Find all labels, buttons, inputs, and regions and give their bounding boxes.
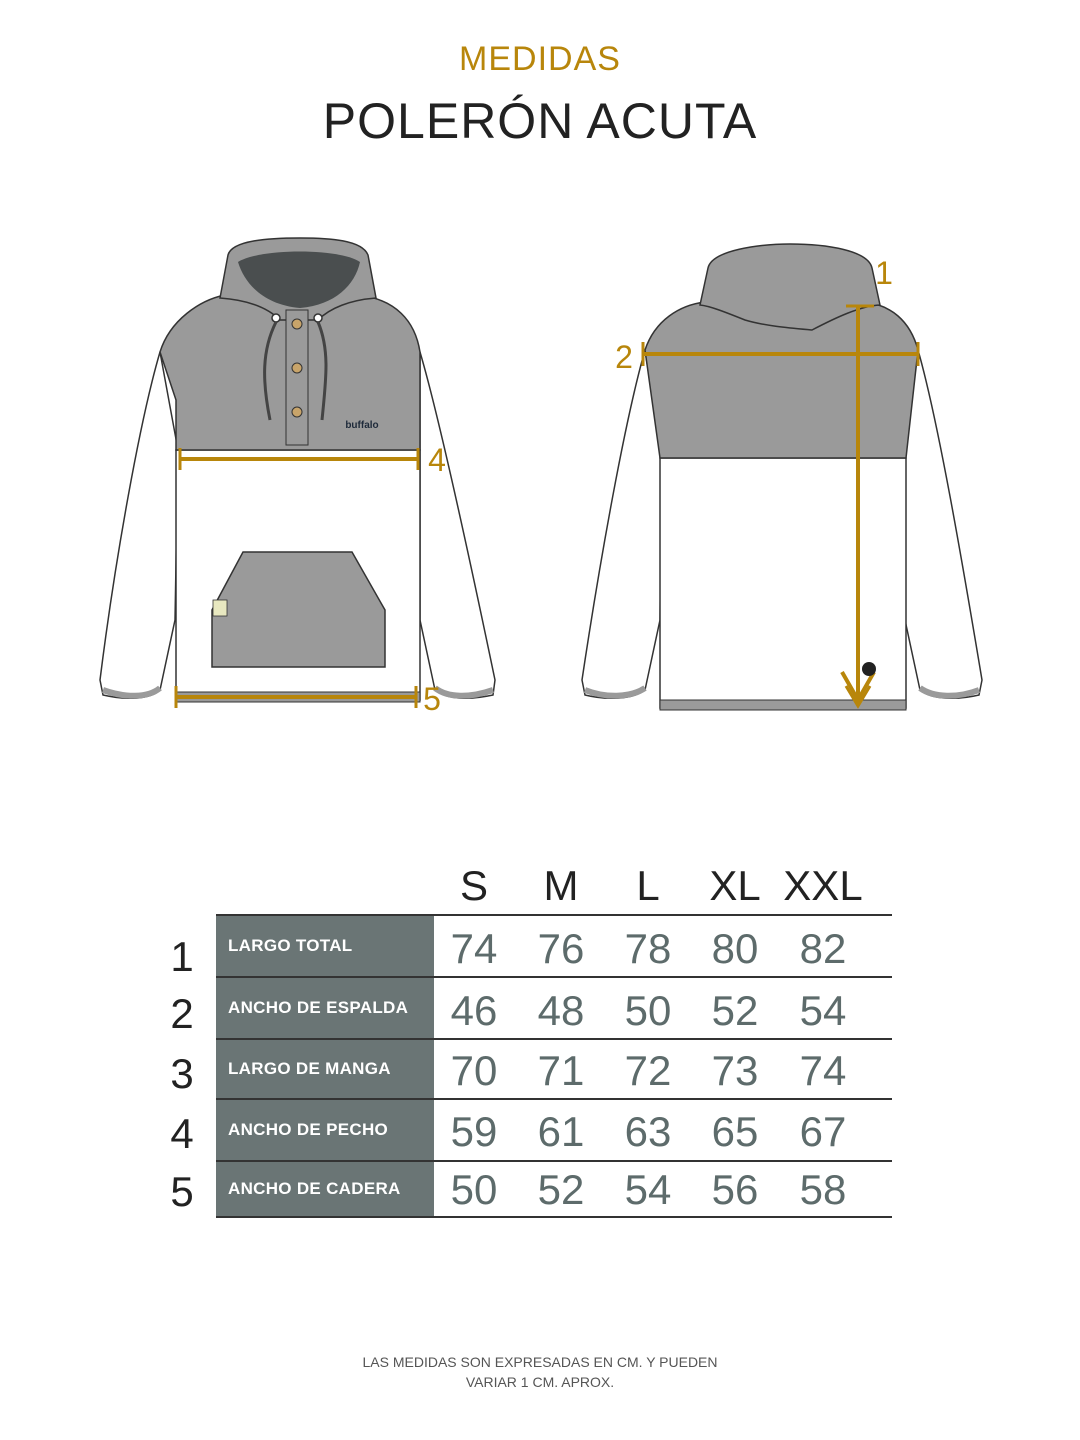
front-view: buffalo 4 5 <box>99 237 496 717</box>
table-cell: 73 <box>711 1047 759 1094</box>
marker-2: 2 <box>615 339 633 375</box>
row-label: LARGO TOTAL <box>216 916 434 976</box>
table-cell: 72 <box>624 1047 672 1094</box>
table-cell: 59 <box>450 1108 498 1155</box>
table-cell: 46 <box>450 987 498 1034</box>
table-cell: 54 <box>624 1166 672 1213</box>
row-number: 2 <box>170 990 194 1037</box>
size-xxl: XXL <box>783 862 863 909</box>
footnote: LAS MEDIDAS SON EXPRESADAS EN CM. Y PUED… <box>0 1352 1080 1392</box>
footnote-line-1: LAS MEDIDAS SON EXPRESADAS EN CM. Y PUED… <box>362 1354 718 1370</box>
size-xl: XL <box>709 862 761 909</box>
table-cell: 78 <box>624 925 672 972</box>
table-divider <box>216 1098 892 1100</box>
size-s: S <box>459 862 488 909</box>
table-cell: 74 <box>450 925 498 972</box>
table-cell: 80 <box>711 925 759 972</box>
row-number: 1 <box>170 933 194 980</box>
row-label: ANCHO DE ESPALDA <box>216 978 434 1038</box>
size-l: L <box>636 862 660 909</box>
row-label: ANCHO DE CADERA <box>216 1162 434 1216</box>
row-label: LARGO DE MANGA <box>216 1040 434 1098</box>
row-number: 4 <box>170 1110 194 1157</box>
back-view: 2 1 <box>581 243 983 711</box>
table-divider <box>216 976 892 978</box>
size-m: M <box>543 862 579 909</box>
table-cell: 67 <box>799 1108 847 1155</box>
table-cell: 63 <box>624 1108 672 1155</box>
table-cell: 65 <box>711 1108 759 1155</box>
marker-5: 5 <box>423 681 441 717</box>
subtitle: MEDIDAS <box>459 40 621 78</box>
marker-4: 4 <box>428 442 446 478</box>
table-divider <box>216 1216 892 1218</box>
table-cell: 74 <box>799 1047 847 1094</box>
marker-1: 1 <box>875 255 893 291</box>
row-number: 5 <box>170 1168 194 1215</box>
page-title: POLERÓN ACUTA <box>322 93 758 149</box>
table-cell: 50 <box>450 1166 498 1213</box>
table-cell: 61 <box>537 1108 585 1155</box>
table-cell: 50 <box>624 987 672 1034</box>
table-cell: 71 <box>537 1047 585 1094</box>
brand-logo-text: buffalo <box>345 420 378 431</box>
table-cell: 48 <box>537 987 585 1034</box>
table-cell: 56 <box>711 1166 759 1213</box>
table-cell: 76 <box>537 925 585 972</box>
footnote-line-2: VARIAR 1 CM. APROX. <box>465 1374 615 1390</box>
row-label: ANCHO DE PECHO <box>216 1100 434 1160</box>
table-cell: 70 <box>450 1047 498 1094</box>
garment-illustrations: buffalo 4 5 2 <box>99 237 983 717</box>
table-cell: 82 <box>799 925 847 972</box>
table-cell: 58 <box>799 1166 847 1213</box>
row-number: 3 <box>170 1050 194 1097</box>
table-cell: 52 <box>537 1166 585 1213</box>
table-cell: 52 <box>711 987 759 1034</box>
table-divider <box>216 914 892 916</box>
table-divider <box>216 1160 892 1162</box>
table-cell: 54 <box>799 987 847 1034</box>
table-divider <box>216 1038 892 1040</box>
